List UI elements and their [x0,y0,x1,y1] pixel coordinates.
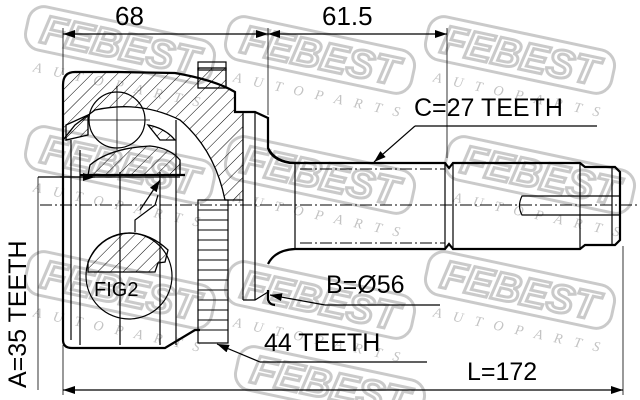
callout-spline-outer: C=27 TEETH [414,94,563,122]
figure-ref-label: FIG2 [94,279,139,301]
callout-abs-ring: 44 TEETH [264,329,381,357]
dimension-lines [37,28,624,395]
dimension-total-length: L=172 [467,358,538,386]
dimension-shaft-length: 61.5 [322,1,373,31]
leader-lines [60,125,597,363]
callout-spline-inner: A=35 TEETH [4,240,32,388]
shaft [267,147,622,265]
abs-ring [197,199,229,344]
ball-cage [65,86,185,177]
callout-seal-diameter: B=Ø56 [326,271,405,299]
dimension-joint-length: 68 [115,1,144,31]
fig2-detail [85,194,173,320]
